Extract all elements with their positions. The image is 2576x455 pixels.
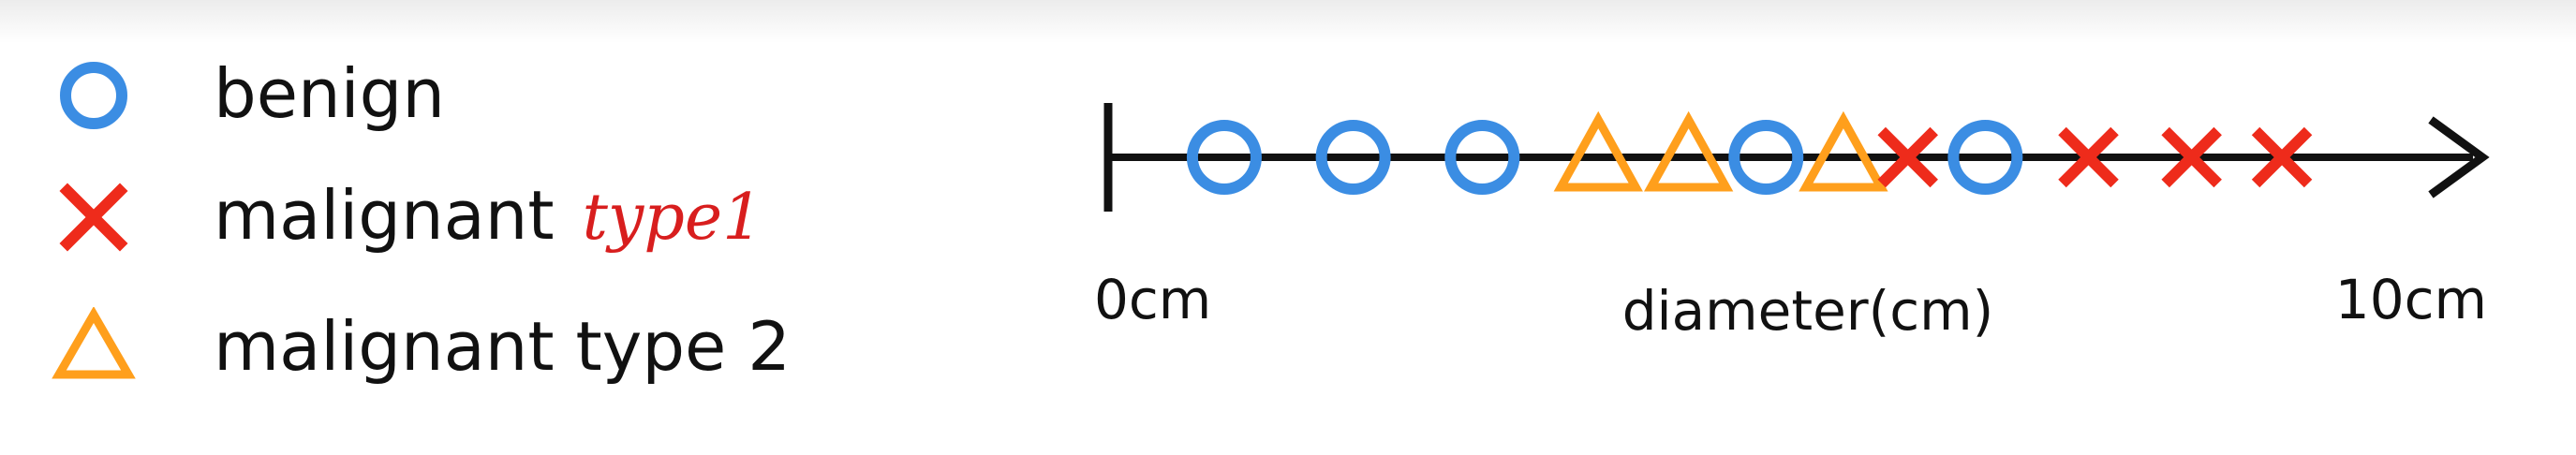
cross-icon: [59, 183, 128, 252]
malignant-type2-marker: [1644, 110, 1734, 192]
legend-item-benign: benign: [0, 37, 937, 150]
benign-marker: [1444, 120, 1520, 195]
circle-icon: [60, 62, 127, 129]
malignant-type1-marker: [1877, 126, 1938, 188]
legend-label-benign: benign: [214, 54, 445, 133]
legend-label-malignant-type2: malignant type 2: [214, 307, 792, 386]
malignant-type1-marker: [2251, 126, 2313, 188]
benign-marker: [1728, 120, 1804, 195]
legend-label-malignant-text: malignant: [214, 176, 555, 255]
benign-marker: [1315, 120, 1391, 195]
malignant-type1-marker: [2161, 126, 2222, 188]
x-tick-label-end: 10cm: [2335, 268, 2487, 331]
legend-label-malignant: malignant type1: [214, 159, 762, 274]
axis-arrowhead: [2428, 116, 2490, 198]
triangle-icon: [52, 307, 136, 379]
x-axis-label: diameter(cm): [1622, 279, 1994, 343]
benign-marker: [1186, 120, 1262, 195]
malignant-type2-marker: [1799, 110, 1888, 192]
top-shade: [0, 0, 2576, 43]
malignant-type2-marker: [1553, 110, 1643, 192]
legend-item-malignant-type1: malignant type1: [0, 159, 937, 272]
malignant-type1-marker: [2058, 126, 2119, 188]
handwritten-note-type1: type1: [582, 181, 763, 255]
benign-marker: [1947, 120, 2023, 195]
x-tick-label-start: 0cm: [1094, 268, 1211, 331]
legend-item-malignant-type2: malignant type 2: [0, 290, 937, 403]
data-markers: [1186, 110, 2313, 195]
